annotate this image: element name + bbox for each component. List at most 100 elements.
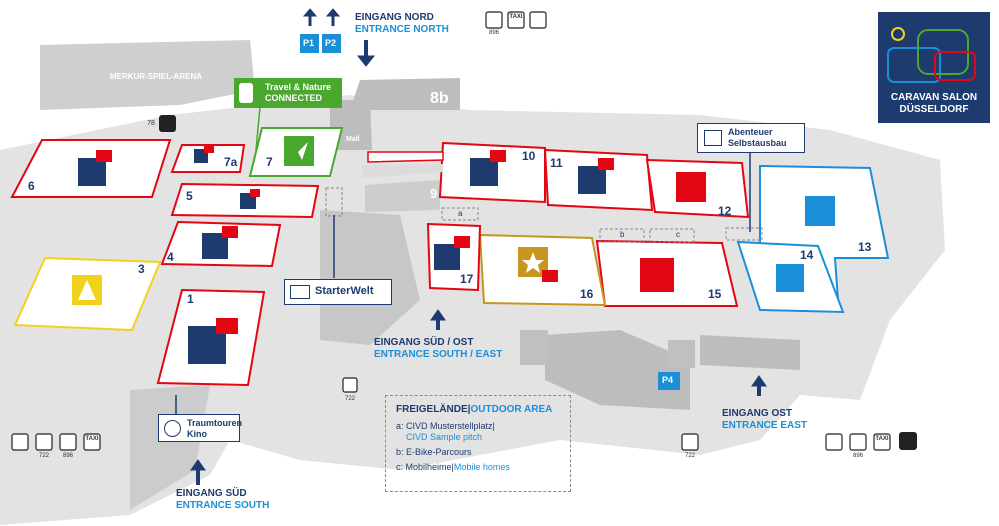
u-bahn-icon (899, 432, 917, 450)
hall-1-label[interactable]: 1 (187, 292, 194, 306)
tram-icon (35, 433, 53, 451)
camper-icon (250, 189, 260, 197)
hall-15-label[interactable]: 15 (708, 287, 722, 301)
legend-title-en: OUTDOOR AREA (470, 404, 553, 415)
arrow-head (430, 309, 446, 321)
hall-4-label[interactable]: 4 (167, 250, 174, 264)
entrance-south-de: EINGANG SÜD (176, 488, 247, 499)
arrow-head (190, 459, 206, 471)
tent-shape (78, 280, 96, 300)
arrow-head (356, 55, 376, 67)
travel-nature-line1: Travel & Nature (265, 82, 332, 92)
bus-896-label-south: 896 (62, 453, 73, 459)
parking-p2-label: P2 (325, 38, 337, 48)
walkway-north (367, 151, 444, 163)
motorhome-icon (640, 258, 674, 292)
starterwelt-label: StarterWelt (315, 285, 374, 297)
hall-3-label[interactable]: 3 (138, 262, 145, 276)
traumtouren-callout[interactable]: Traumtouren Kino (158, 414, 243, 442)
hall-7-label[interactable]: 7 (266, 155, 273, 169)
hall-16-label[interactable]: 16 (580, 287, 594, 301)
mall-label: Mall (346, 136, 360, 143)
taxi-icon (507, 11, 525, 29)
hall-11-label[interactable]: 11 (550, 156, 563, 170)
hall-5-label[interactable]: 5 (186, 189, 193, 203)
bus-icon (849, 433, 867, 451)
parking-p4-icon (658, 372, 680, 390)
entrance-south-en: ENTRANCE SOUTH (176, 500, 270, 511)
traumtouren-line2: Kino (187, 429, 207, 439)
camper-icon (204, 145, 214, 153)
legend-item-c-en: Mobile homes (453, 462, 510, 472)
parking-p2-icon (322, 34, 341, 53)
bus-icon (485, 11, 503, 29)
abenteuer-callout[interactable]: Abenteuer Selbstausbau (697, 123, 805, 153)
hall-10-label[interactable]: 10 (522, 149, 536, 163)
microphone-icon (239, 83, 253, 103)
arrow-head (325, 8, 341, 17)
travel-nature-line2: CONNECTED (265, 93, 323, 103)
entrance-south-east-en: ENTRANCE SOUTH / EAST (374, 349, 503, 360)
outdoor-area-a (441, 207, 479, 221)
caravan-salon-logo: CARAVAN SALON DÜSSELDORF (878, 12, 990, 123)
arrow-head (302, 8, 318, 17)
caravan-icon (578, 166, 606, 194)
camper-icon (490, 150, 506, 162)
entrance-east-de: EINGANG OST (722, 408, 793, 419)
hall-8b-label: 8b (430, 90, 449, 107)
tram-722-label-south: 722 (38, 453, 49, 459)
walkway-2 (362, 164, 443, 178)
camper-icon (222, 226, 238, 238)
traumtouren-line1: Traumtouren (187, 418, 243, 428)
outdoor-area-c (649, 228, 695, 243)
silo-building (520, 330, 548, 365)
u-bahn-icon (159, 115, 176, 132)
star-shape (522, 252, 544, 273)
caravan-logo-shape (887, 47, 941, 83)
travel-nature-callout[interactable]: Travel & Nature CONNECTED (234, 78, 342, 108)
caravan-icon (434, 244, 460, 270)
hall-14-label[interactable]: 14 (800, 248, 814, 262)
legend-item-a-en: CIVD Sample pitch (406, 432, 483, 442)
legend-title: FREIGELÄNDE|OUTDOOR AREA (396, 404, 560, 415)
east-building (545, 330, 690, 410)
hall-17-label[interactable]: 17 (460, 272, 474, 286)
entrance-north[interactable]: EINGANG NORD ENTRANCE NORTH (355, 12, 449, 36)
travel-nature-line (255, 106, 261, 151)
hall-13-label[interactable]: 13 (858, 240, 872, 254)
mobile-phone-icon (776, 264, 804, 292)
camper-icon (598, 158, 614, 170)
hall-7a-label[interactable]: 7a (224, 155, 238, 169)
caravan-icon (78, 158, 106, 186)
cinema-icon (164, 420, 181, 437)
hall-8b-building (350, 78, 460, 110)
legend-item-a: a: CIVD Musterstellplatz| CIVD Sample pi… (396, 421, 560, 443)
legend-item-c: c: Mobilheime|Mobile homes (396, 462, 560, 473)
camper-icon (542, 270, 558, 282)
tram-722-label-east: 722 (684, 453, 695, 459)
park-ride-icon (529, 11, 547, 29)
legend-item-c-sep: | (451, 462, 454, 472)
starterwelt-callout[interactable]: StarterWelt (284, 279, 392, 305)
legend-item-a-sep: | (492, 421, 495, 431)
parking-p4-label: P4 (662, 375, 674, 385)
callout-lines (175, 152, 751, 415)
logo-line2: DÜSSELDORF (899, 104, 969, 115)
taxi-label-south: TAXI (85, 436, 99, 442)
entrance-east-en: ENTRANCE EAST (722, 420, 808, 431)
hall-6-label[interactable]: 6 (28, 179, 35, 193)
camper-icon (96, 150, 112, 162)
arena-label: MERKUR-SPIEL-ARENA (110, 72, 202, 81)
outdoor-marker-b: b (620, 230, 625, 239)
logo-line1: CARAVAN SALON (890, 92, 978, 103)
outdoor-marker-c: c (676, 230, 680, 239)
hall-icons (72, 136, 835, 364)
entrance-east[interactable]: EINGANG OST ENTRANCE EAST (722, 408, 807, 432)
outdoor-legend: FREIGELÄNDE|OUTDOOR AREA a: CIVD Musters… (385, 395, 571, 492)
entrance-south-east[interactable]: EINGANG SÜD / OST ENTRANCE SOUTH / EAST (374, 337, 502, 361)
tram-icon (342, 377, 358, 393)
entrance-south[interactable]: EINGANG SÜD ENTRANCE SOUTH (176, 488, 269, 512)
signpost-icon (290, 285, 310, 299)
hall-12-label[interactable]: 12 (718, 204, 732, 218)
bus-78-label: 78 (147, 120, 155, 127)
